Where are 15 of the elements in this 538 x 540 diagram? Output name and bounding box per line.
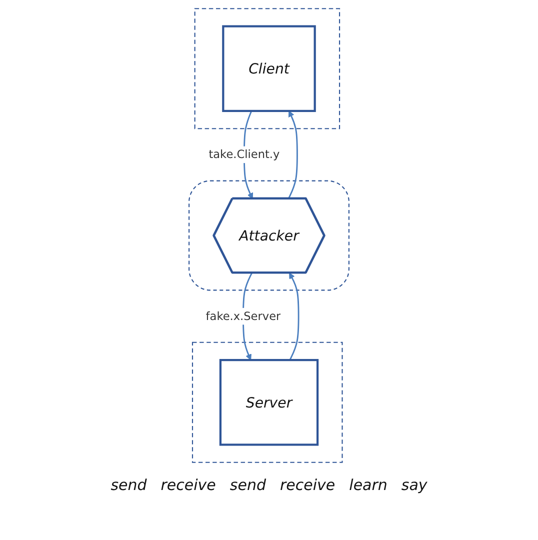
port-label: send [230,476,266,494]
port-label: receive [160,476,216,494]
edge-label: take.Client.y [208,147,280,161]
arrow [289,272,300,360]
port-label: say [401,476,428,494]
port-label: send [110,476,147,494]
arrow [288,110,298,199]
port-label: learn [349,476,388,494]
node-box: Client [222,24,316,112]
port-label: receive [280,476,336,494]
edge-label: fake.x.Server [206,308,281,322]
node-box: Server [219,358,319,446]
cluster [194,8,340,129]
cluster [192,341,343,462]
cluster [188,180,350,290]
